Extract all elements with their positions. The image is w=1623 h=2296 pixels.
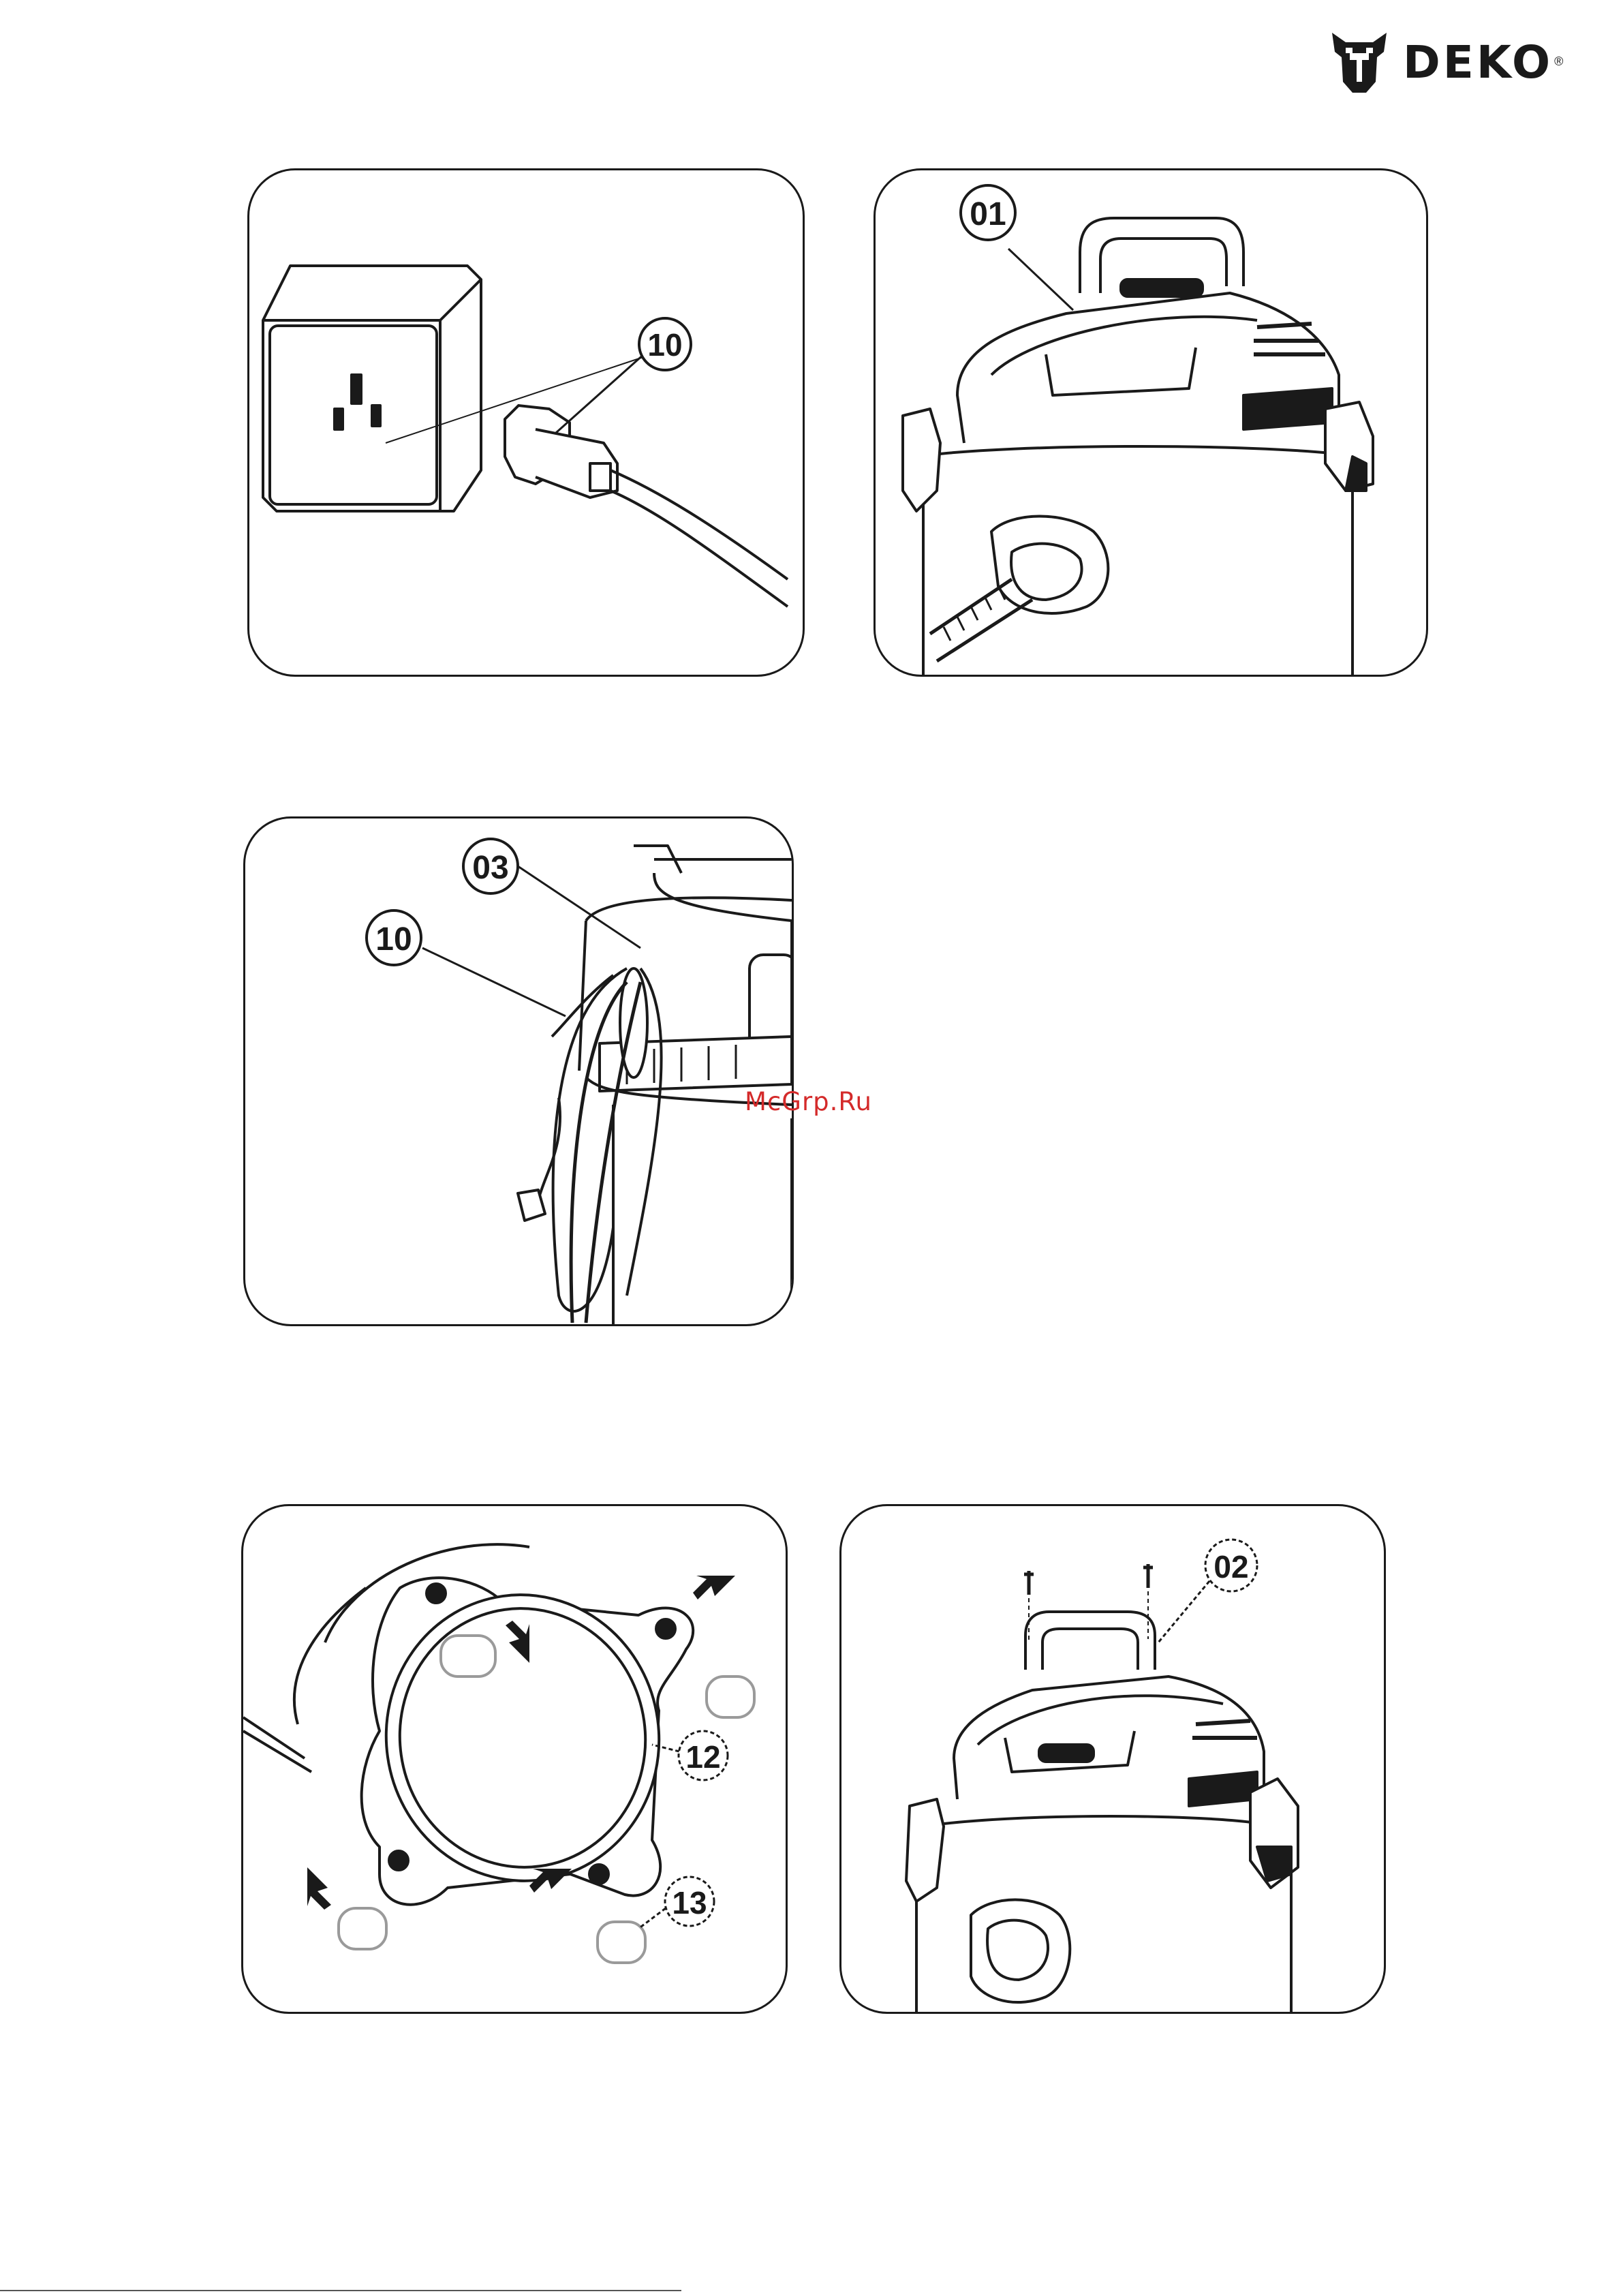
figure-plug-socket: 10 (247, 168, 805, 677)
cord-storage-illustration: 03 10 (245, 818, 792, 1324)
vacuum-head-illustration: 01 (876, 170, 1426, 675)
plug-socket-illustration: 10 (249, 170, 803, 675)
registered-mark: ® (1554, 55, 1563, 69)
watermark: McGrp.Ru (745, 1087, 872, 1116)
figure-cord-storage: 03 10 (243, 816, 794, 1326)
figure-vacuum-head: 01 (874, 168, 1428, 677)
callout-10: 10 (367, 910, 566, 1016)
callout-label: 01 (970, 196, 1006, 232)
castor-wheel (339, 1908, 386, 1949)
footer-divider (0, 2290, 681, 2291)
bull-head-icon (1325, 27, 1393, 97)
callout-02: 02 (1158, 1540, 1257, 1642)
castor-assembly-illustration: 12 13 (243, 1506, 786, 2012)
arrow-icon (693, 1576, 735, 1599)
callout-label: 12 (685, 1739, 720, 1775)
callout-03: 03 (463, 839, 640, 948)
castor-wheel (441, 1636, 495, 1677)
figure-handle-screws: 02 (839, 1504, 1386, 2014)
callout-label: 10 (375, 921, 412, 958)
callout-01: 01 (961, 185, 1073, 310)
castor-wheel (707, 1677, 754, 1717)
callout-label: 10 (647, 327, 682, 363)
figure-castor-assembly: 12 13 (241, 1504, 788, 2014)
callout-12: 12 (652, 1731, 728, 1780)
handle-screws-illustration: 02 (841, 1506, 1384, 2012)
arrow-icon (307, 1867, 331, 1910)
callout-label: 02 (1214, 1549, 1248, 1585)
callout-label: 13 (672, 1885, 707, 1920)
deko-logo: DEKO ® (1325, 27, 1581, 97)
callout-label: 03 (472, 850, 508, 886)
castor-wheel (598, 1922, 645, 1963)
brand-name: DEKO (1403, 36, 1553, 89)
